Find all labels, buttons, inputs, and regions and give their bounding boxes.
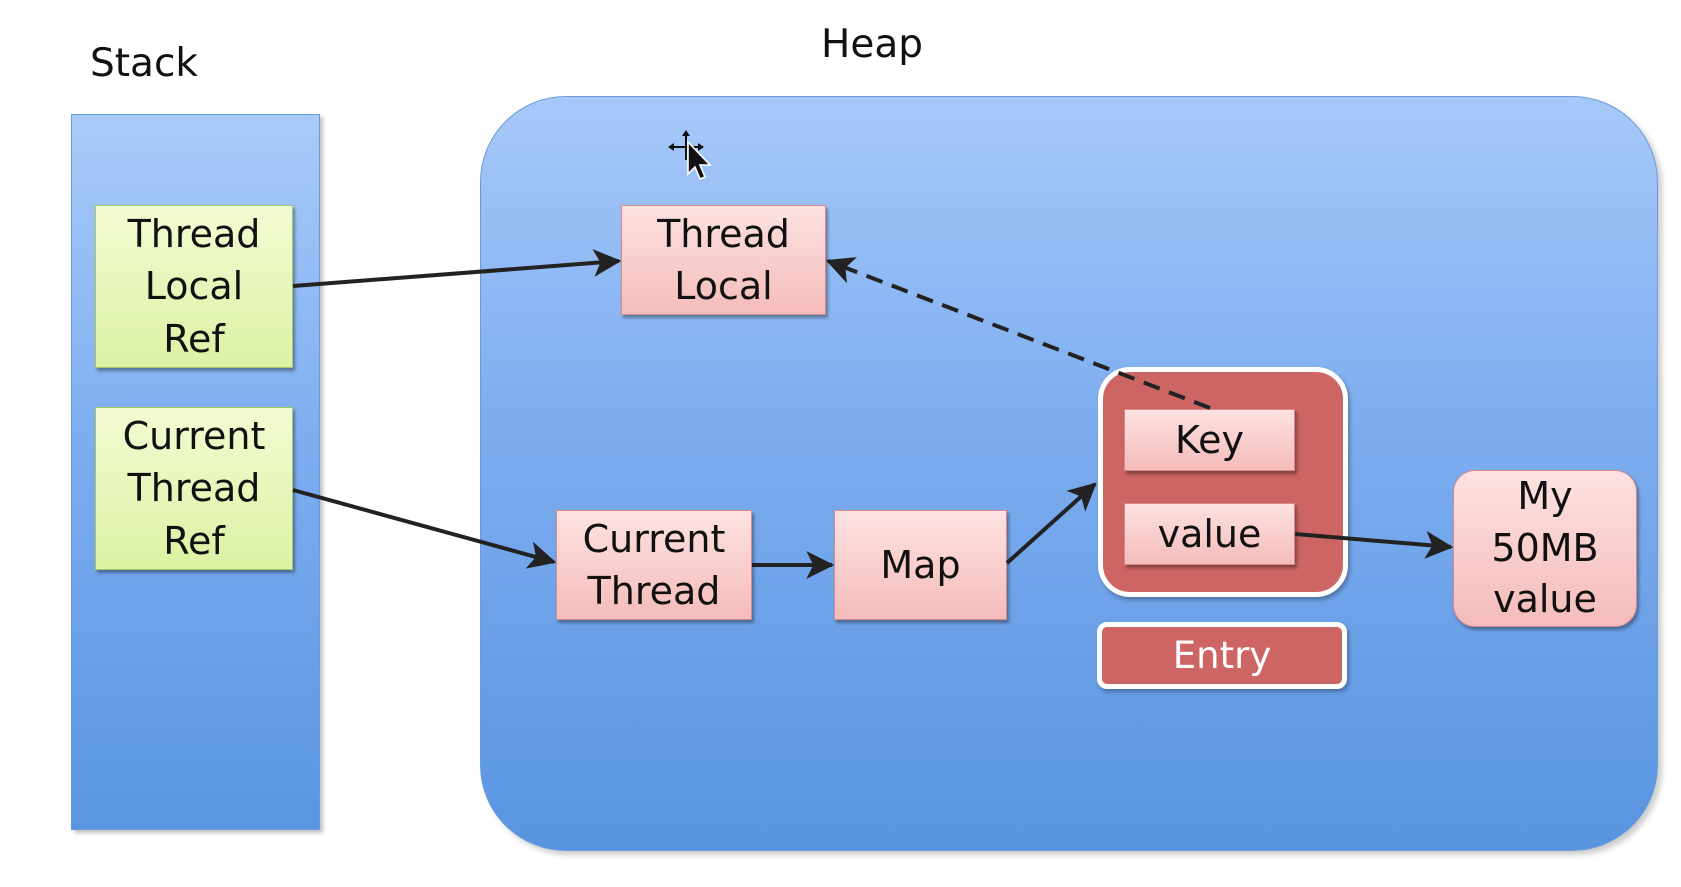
key-text: Key <box>1175 417 1244 462</box>
map-to-entry-arrow <box>1005 482 1097 565</box>
map-text: Map <box>880 542 961 587</box>
thread-local-ref-text: Thread Local Ref <box>127 211 261 361</box>
entry-text: Entry <box>1172 634 1272 677</box>
move-cursor-icon <box>668 130 712 181</box>
value-text: value <box>1157 511 1262 556</box>
key-box: Key <box>1124 409 1295 471</box>
current-thread-text: Current Thread <box>582 516 726 613</box>
thread-local-ref-box: Thread Local Ref <box>95 205 293 368</box>
current-thread-ref-text: Current Thread Ref <box>122 413 266 563</box>
stack-label: Stack <box>90 41 198 86</box>
current-thread-ref-box: Current Thread Ref <box>95 407 293 570</box>
thread-local-box: Thread Local <box>621 205 826 315</box>
value-to-my-value-arrow <box>1294 530 1454 559</box>
heap-label: Heap <box>821 22 923 67</box>
my-50mb-value-box: My 50MB value <box>1453 470 1637 627</box>
my-50mb-value-text: My 50MB value <box>1491 474 1599 622</box>
value-box: value <box>1124 503 1295 565</box>
thread-local-text: Thread Local <box>657 211 790 308</box>
entry-label: Entry <box>1097 622 1347 689</box>
ref-to-thread-local-arrow <box>292 249 622 288</box>
current-thread-box: Current Thread <box>556 510 752 620</box>
map-box: Map <box>834 510 1007 620</box>
ref-to-current-thread-arrow <box>292 488 557 569</box>
key-to-thread-local-dashed-arrow <box>825 257 1211 410</box>
